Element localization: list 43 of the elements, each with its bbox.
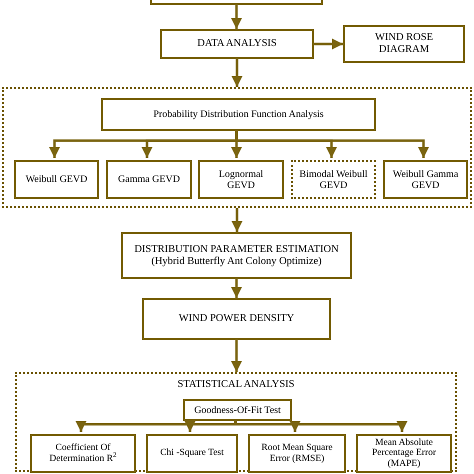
process-box [343,25,465,63]
box-label: Probability Distribution Function Analysis [153,109,324,120]
process-box [160,29,314,59]
box-label: Gamma GEVD [118,174,180,185]
box-label: STATISTICAL ANALYSIS [176,379,296,391]
process-box [146,434,238,473]
box-label: Coefficient Of Determination R$^{2}$ [48,443,118,464]
box-label: Goodness-Of-Fit Test [194,404,281,416]
arrow [234,419,408,432]
box-label: Weibull GEVD [26,174,88,185]
box-label: DATA ANALYSIS [197,38,277,50]
group-frame [2,87,472,208]
process-box [356,434,452,473]
arrow [184,419,237,432]
process-box [101,98,376,131]
process-box [198,160,284,199]
box-label: DISTRIBUTION PARAMETER ESTIMATION [134,244,339,256]
process-box [14,160,99,199]
box-label: Lognormal GEVD [218,168,264,190]
process-box [121,232,352,279]
box-label: WIND POWER DENSITY [178,313,294,325]
process-box [142,298,331,340]
process-box [248,434,346,473]
box-label: WIND ROSE DIAGRAM [374,32,434,56]
arrow [231,59,243,87]
process-box [30,434,136,473]
group-frame [15,372,457,472]
process-box [106,160,192,199]
box-label: Root Mean Square Error (RMSE) [260,443,334,464]
arrow [230,279,242,298]
arrow [230,340,242,372]
arrow [231,208,243,232]
arrow [314,38,343,50]
process-box [383,160,468,199]
box-label: Weibull Gamma GEVD [392,168,460,190]
box-sublabel: (Hybrid Butterfly Ant Colony Optimize) [151,256,322,268]
box-label: Bimodal Weibull GEVD [298,168,369,190]
arrow [235,129,430,158]
arrow [230,5,242,29]
process-box [183,399,292,421]
box-label: Mean Absolute Percentage Error (MAPE) [370,438,438,470]
box-label: Chi -Square Test [160,448,224,459]
process-box [291,160,376,199]
